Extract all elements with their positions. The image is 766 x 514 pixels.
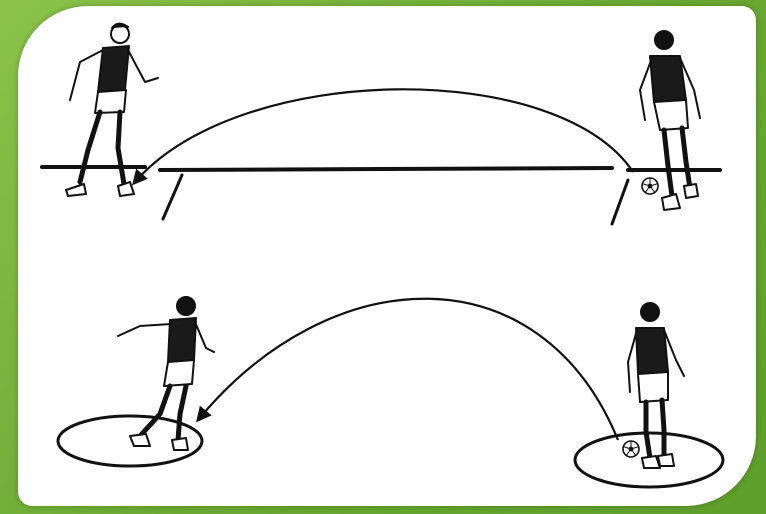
top-scene (42, 24, 720, 224)
ball-top (642, 178, 658, 194)
field-line (42, 167, 720, 224)
player-receiver-bottom (118, 297, 214, 450)
illustration-panel (18, 6, 756, 506)
ball-bottom (623, 441, 639, 457)
pass-arc-bottom (198, 299, 618, 440)
drill-diagram (18, 6, 756, 506)
player-receiver-top (66, 24, 158, 196)
bottom-scene (58, 297, 723, 487)
